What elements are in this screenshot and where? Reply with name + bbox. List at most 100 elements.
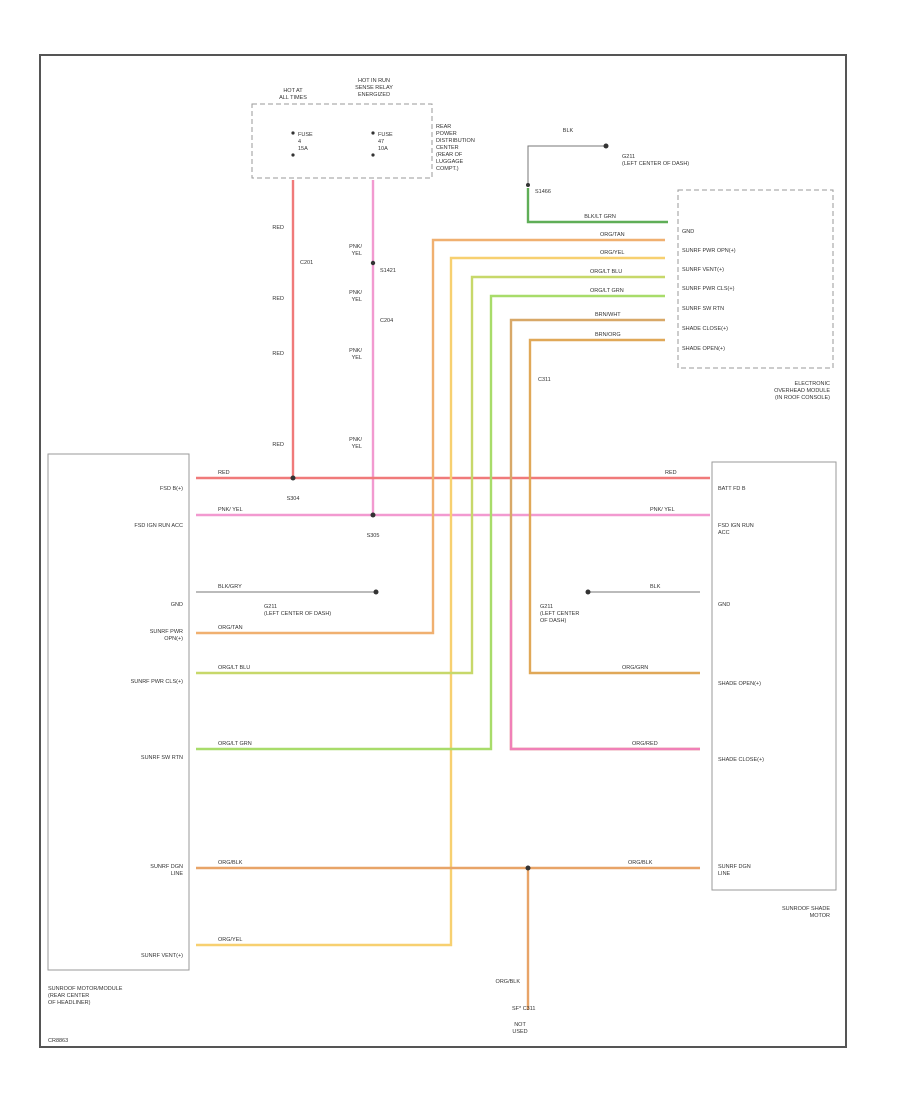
eom-pin-5: SHADE CLOSE(+): [682, 326, 728, 332]
motor-wire-org-lt-blu-label: ORG/LT BLU: [218, 665, 250, 671]
bus-red-label: RED: [665, 470, 677, 476]
eom-pin-3: SUNRF PWR CLS(+): [682, 286, 735, 292]
ground-top-label: G211(LEFT CENTER OF DASH): [622, 154, 689, 167]
shade-wire-org-red-label: ORG/RED: [632, 741, 658, 747]
ground-top-wire-label: BLK: [563, 128, 574, 134]
splice-dgn-node: [525, 865, 531, 871]
wire-pnk-yel-label-2: PNK/YEL: [349, 290, 362, 303]
motor-pin-7: SUNRF VENT(+): [141, 953, 183, 959]
fuse-block: [251, 103, 433, 179]
eom-pin-0: GND: [682, 229, 694, 235]
figure-id: CR8863: [48, 1038, 68, 1044]
motor-pin-5: SUNRF SW RTN: [141, 755, 183, 761]
splice-s1421-label: S1421: [380, 268, 396, 274]
shade-pin-2: GND: [718, 602, 730, 608]
wire-org-lt-blu: [196, 275, 665, 675]
diagram-frame: [39, 54, 847, 1048]
wire-red-label-4: RED: [272, 442, 284, 448]
ground-right-node: [585, 589, 591, 595]
fuse-left-node-top: [291, 131, 295, 135]
conn-c201-label: C201: [300, 260, 313, 266]
wire-brn-wht-label: BRN/WHT: [595, 312, 621, 318]
wire-blk-lt-grn: [526, 188, 668, 224]
wire-pnk-yel-label-4: PNK/YEL: [349, 437, 362, 450]
wire-red-label-3: RED: [272, 351, 284, 357]
bus-pnk-yel-label: PNK/ YEL: [650, 507, 675, 513]
wire-shade-close-pink: [509, 600, 700, 751]
wire-red-label-2: RED: [272, 296, 284, 302]
wire-org-tan: [196, 238, 665, 635]
wire-org-yel: [196, 256, 665, 947]
wire-org-lt-grn-label: ORG/LT GRN: [590, 288, 624, 294]
shade-wire-org-grn-label: ORG/GRN: [622, 665, 648, 671]
fuse-right-node-bottom: [371, 153, 375, 157]
splice-top-node: [526, 183, 530, 187]
ground-left-label: G211(LEFT CENTER OF DASH): [264, 604, 331, 617]
ground-top-wire: [527, 145, 606, 185]
wire-org-lt-blu-label: ORG/LT BLU: [590, 269, 622, 275]
wire-pnk-yel-label-1: PNK/YEL: [349, 244, 362, 257]
wire-org-blk-label-left: ORG/BLK: [218, 860, 243, 866]
wire-org-lt-grn: [196, 294, 665, 751]
splice-s1421-node: [370, 260, 376, 266]
ground-right-wire-label: BLK: [650, 584, 661, 590]
eom-pin-4: SUNRF SW RTN: [682, 306, 724, 312]
motor-wire-org-tan-label: ORG/TAN: [218, 625, 243, 631]
fuse-left-node-bottom: [291, 153, 295, 157]
wire-org-blk-label-drop: ORG/BLK: [496, 979, 521, 985]
ground-left-node: [373, 589, 379, 595]
wire-blk-lt-grn-label: BLK/LT GRN: [584, 214, 616, 220]
motor-wire-red-label: RED: [218, 470, 230, 476]
eom-box: [677, 189, 834, 369]
eom-pin-2: SUNRF VENT(+): [682, 267, 724, 273]
motor-wire-org-yel-label: ORG/YEL: [218, 937, 242, 943]
wire-org-yel-label: ORG/YEL: [600, 250, 624, 256]
eom-pin-1: SUNRF PWR OPN(+): [682, 248, 736, 254]
motor-wire-org-lt-grn-label: ORG/LT GRN: [218, 741, 252, 747]
motor-pin-2: GND: [171, 602, 183, 608]
shade-pin-4: SHADE CLOSE(+): [718, 757, 764, 763]
shade-pin-0: BATT FD B: [718, 486, 746, 492]
wire-brn-org-label: BRN/ORG: [595, 332, 621, 338]
ground-top-node: [603, 143, 609, 149]
ground-left-wire-label: BLK/GRY: [218, 584, 242, 590]
eom-pin-list: GND SUNRF PWR OPN(+) SUNRF VENT(+) SUNRF PW…: [682, 229, 736, 352]
splice-s304-node: [290, 475, 296, 481]
eom-pin-6: SHADE OPEN(+): [682, 346, 725, 352]
fuse-right-node-top: [371, 131, 375, 135]
motor-pin-4: SUNRF PWR CLS(+): [131, 679, 184, 685]
wire-brn-wht: [509, 318, 700, 751]
shade-motor-box: [711, 461, 837, 891]
motor-pin-1: FSD IGN RUN ACC: [134, 523, 183, 529]
splice-s304-label: S304: [287, 496, 300, 502]
splice-s305-label: S305: [367, 533, 380, 539]
splice-s305-node: [370, 512, 376, 518]
motor-wire-pnk-label: PNK/ YEL: [218, 507, 243, 513]
conn-c204-label: C204: [380, 318, 393, 324]
shade-pin-3: SHADE OPEN(+): [718, 681, 761, 687]
motor-module-box: [47, 453, 190, 971]
bottom-conn-label: SF* C311: [512, 1006, 535, 1012]
wire-red-label-1: RED: [272, 225, 284, 231]
wire-org-tan-label: ORG/TAN: [600, 232, 625, 238]
wire-pnk-yel-label-3: PNK/YEL: [349, 348, 362, 361]
wire-brn-org: [528, 338, 700, 675]
motor-pin-0: FSD B(+): [160, 486, 183, 492]
